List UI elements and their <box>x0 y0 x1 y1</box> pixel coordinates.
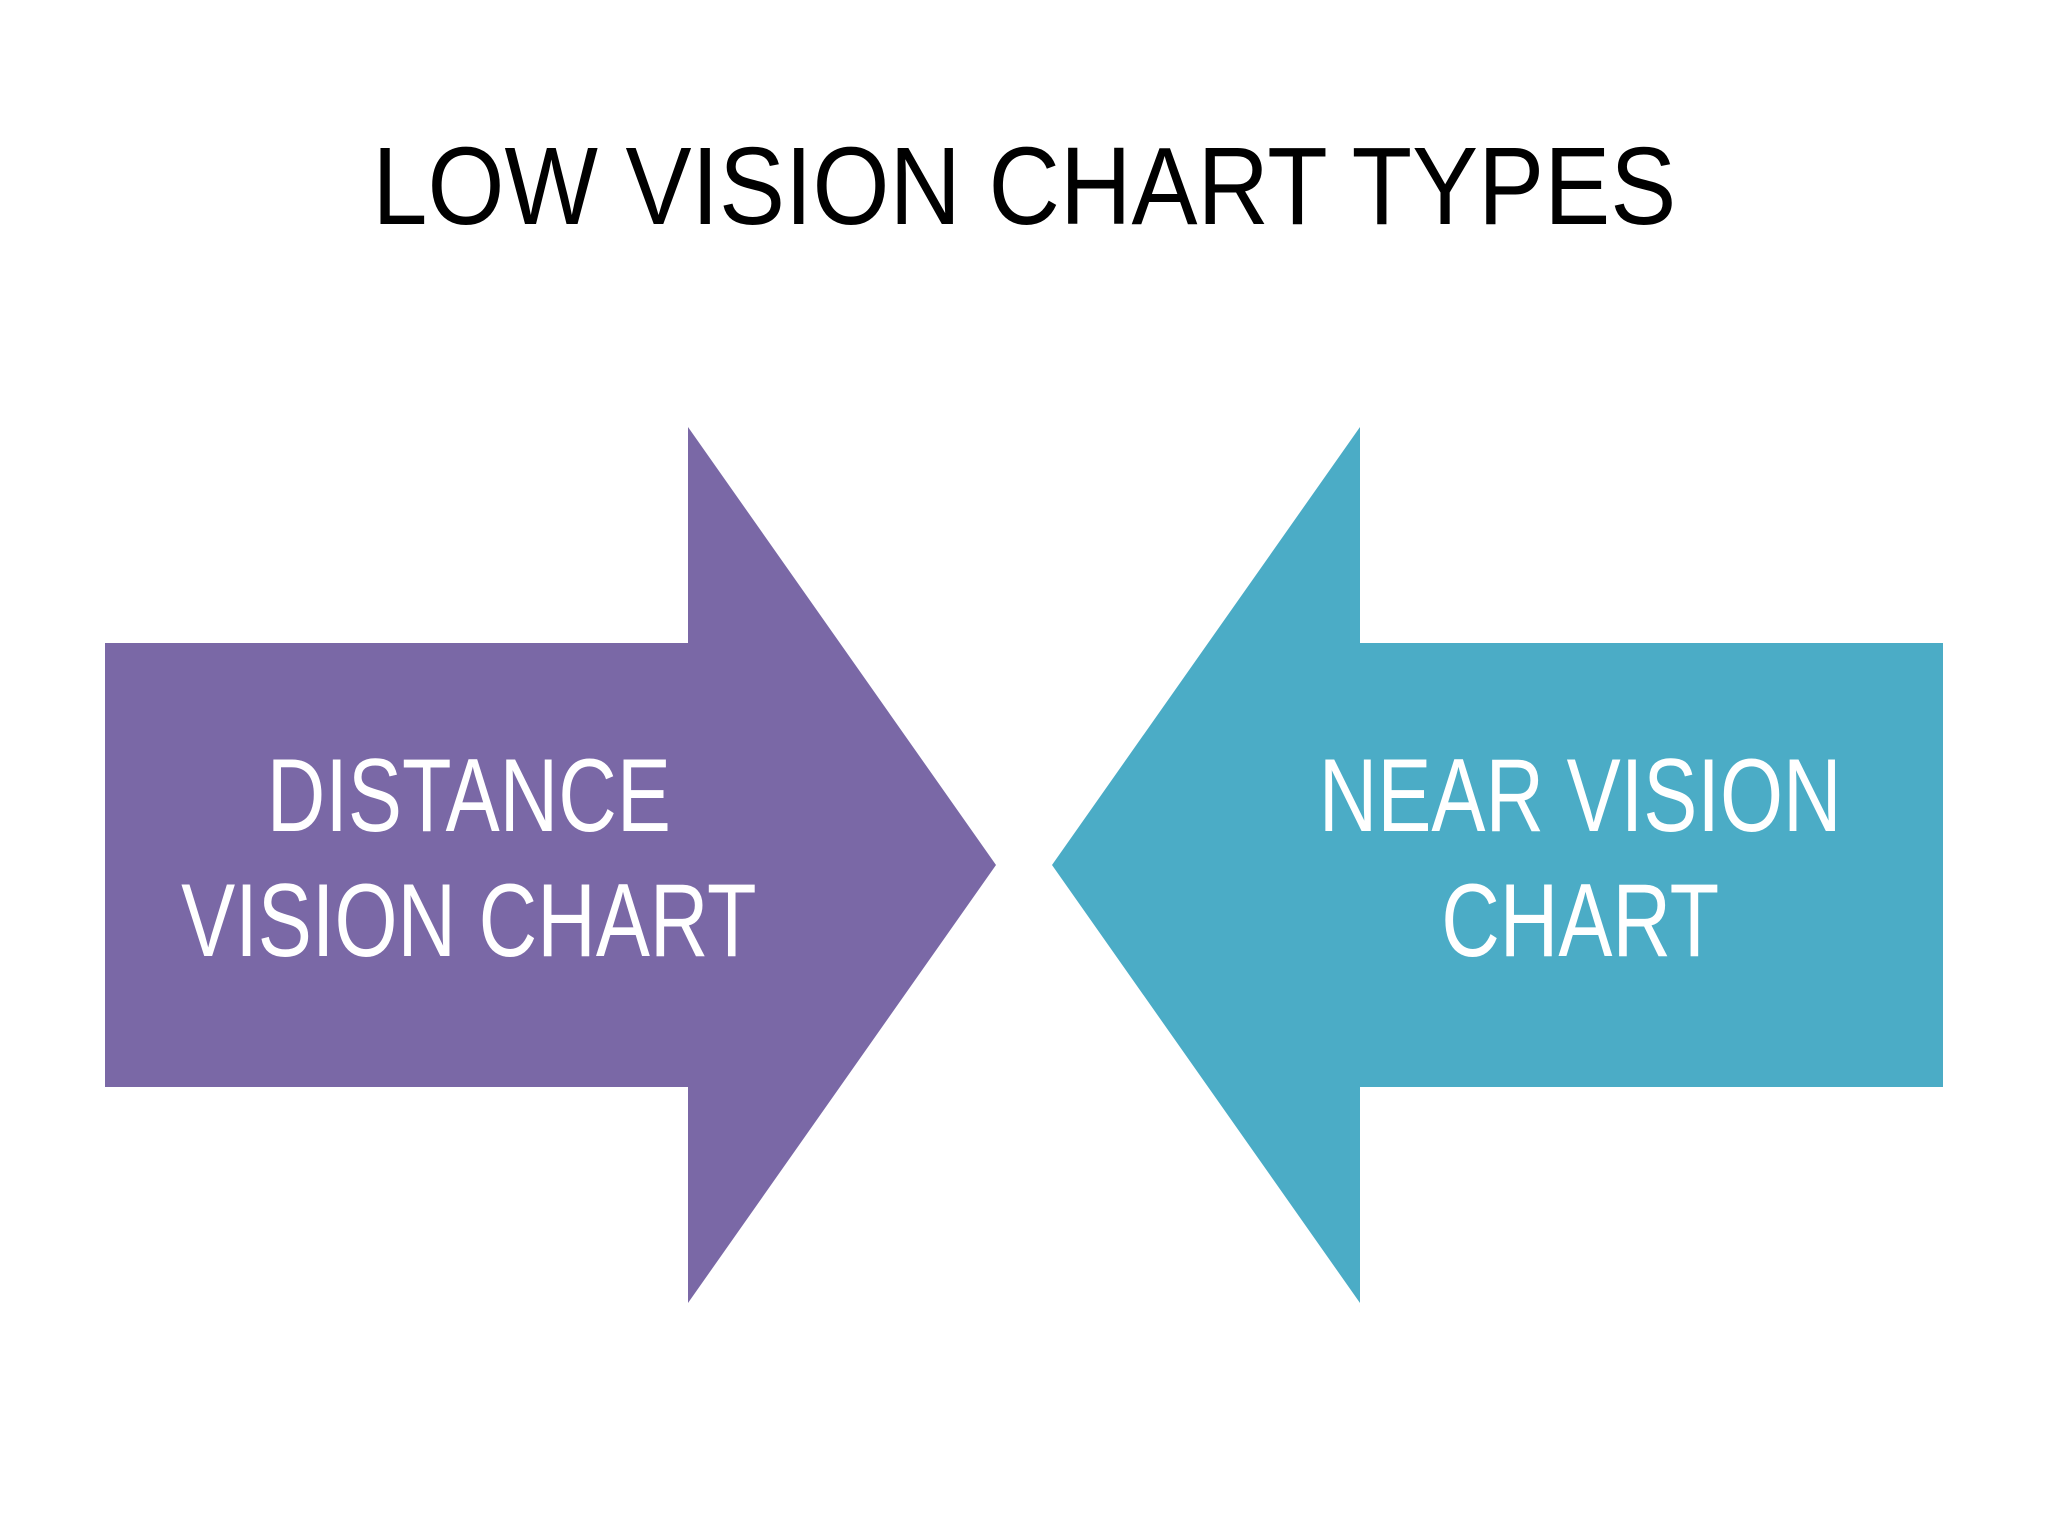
distance-arrow-shape <box>105 427 996 1303</box>
distance-label-line-1: DISTANCE <box>266 738 671 854</box>
distance-arrow-label: DISTANCE VISION CHART <box>100 734 790 984</box>
near-arrow-shape <box>1052 427 1943 1303</box>
page-title: LOW VISION CHART TYPES <box>0 121 2048 253</box>
near-arrow-label-lines: NEAR VISION CHART <box>1319 734 1842 984</box>
near-arrow-label: NEAR VISION CHART <box>1235 734 1925 984</box>
page-title-text: LOW VISION CHART TYPES <box>372 125 1676 248</box>
distance-arrow-label-lines: DISTANCE VISION CHART <box>181 734 756 984</box>
distance-label-line-2: VISION CHART <box>181 863 757 979</box>
near-label-line-2: CHART <box>1441 863 1719 979</box>
near-label-line-1: NEAR VISION <box>1318 738 1842 854</box>
